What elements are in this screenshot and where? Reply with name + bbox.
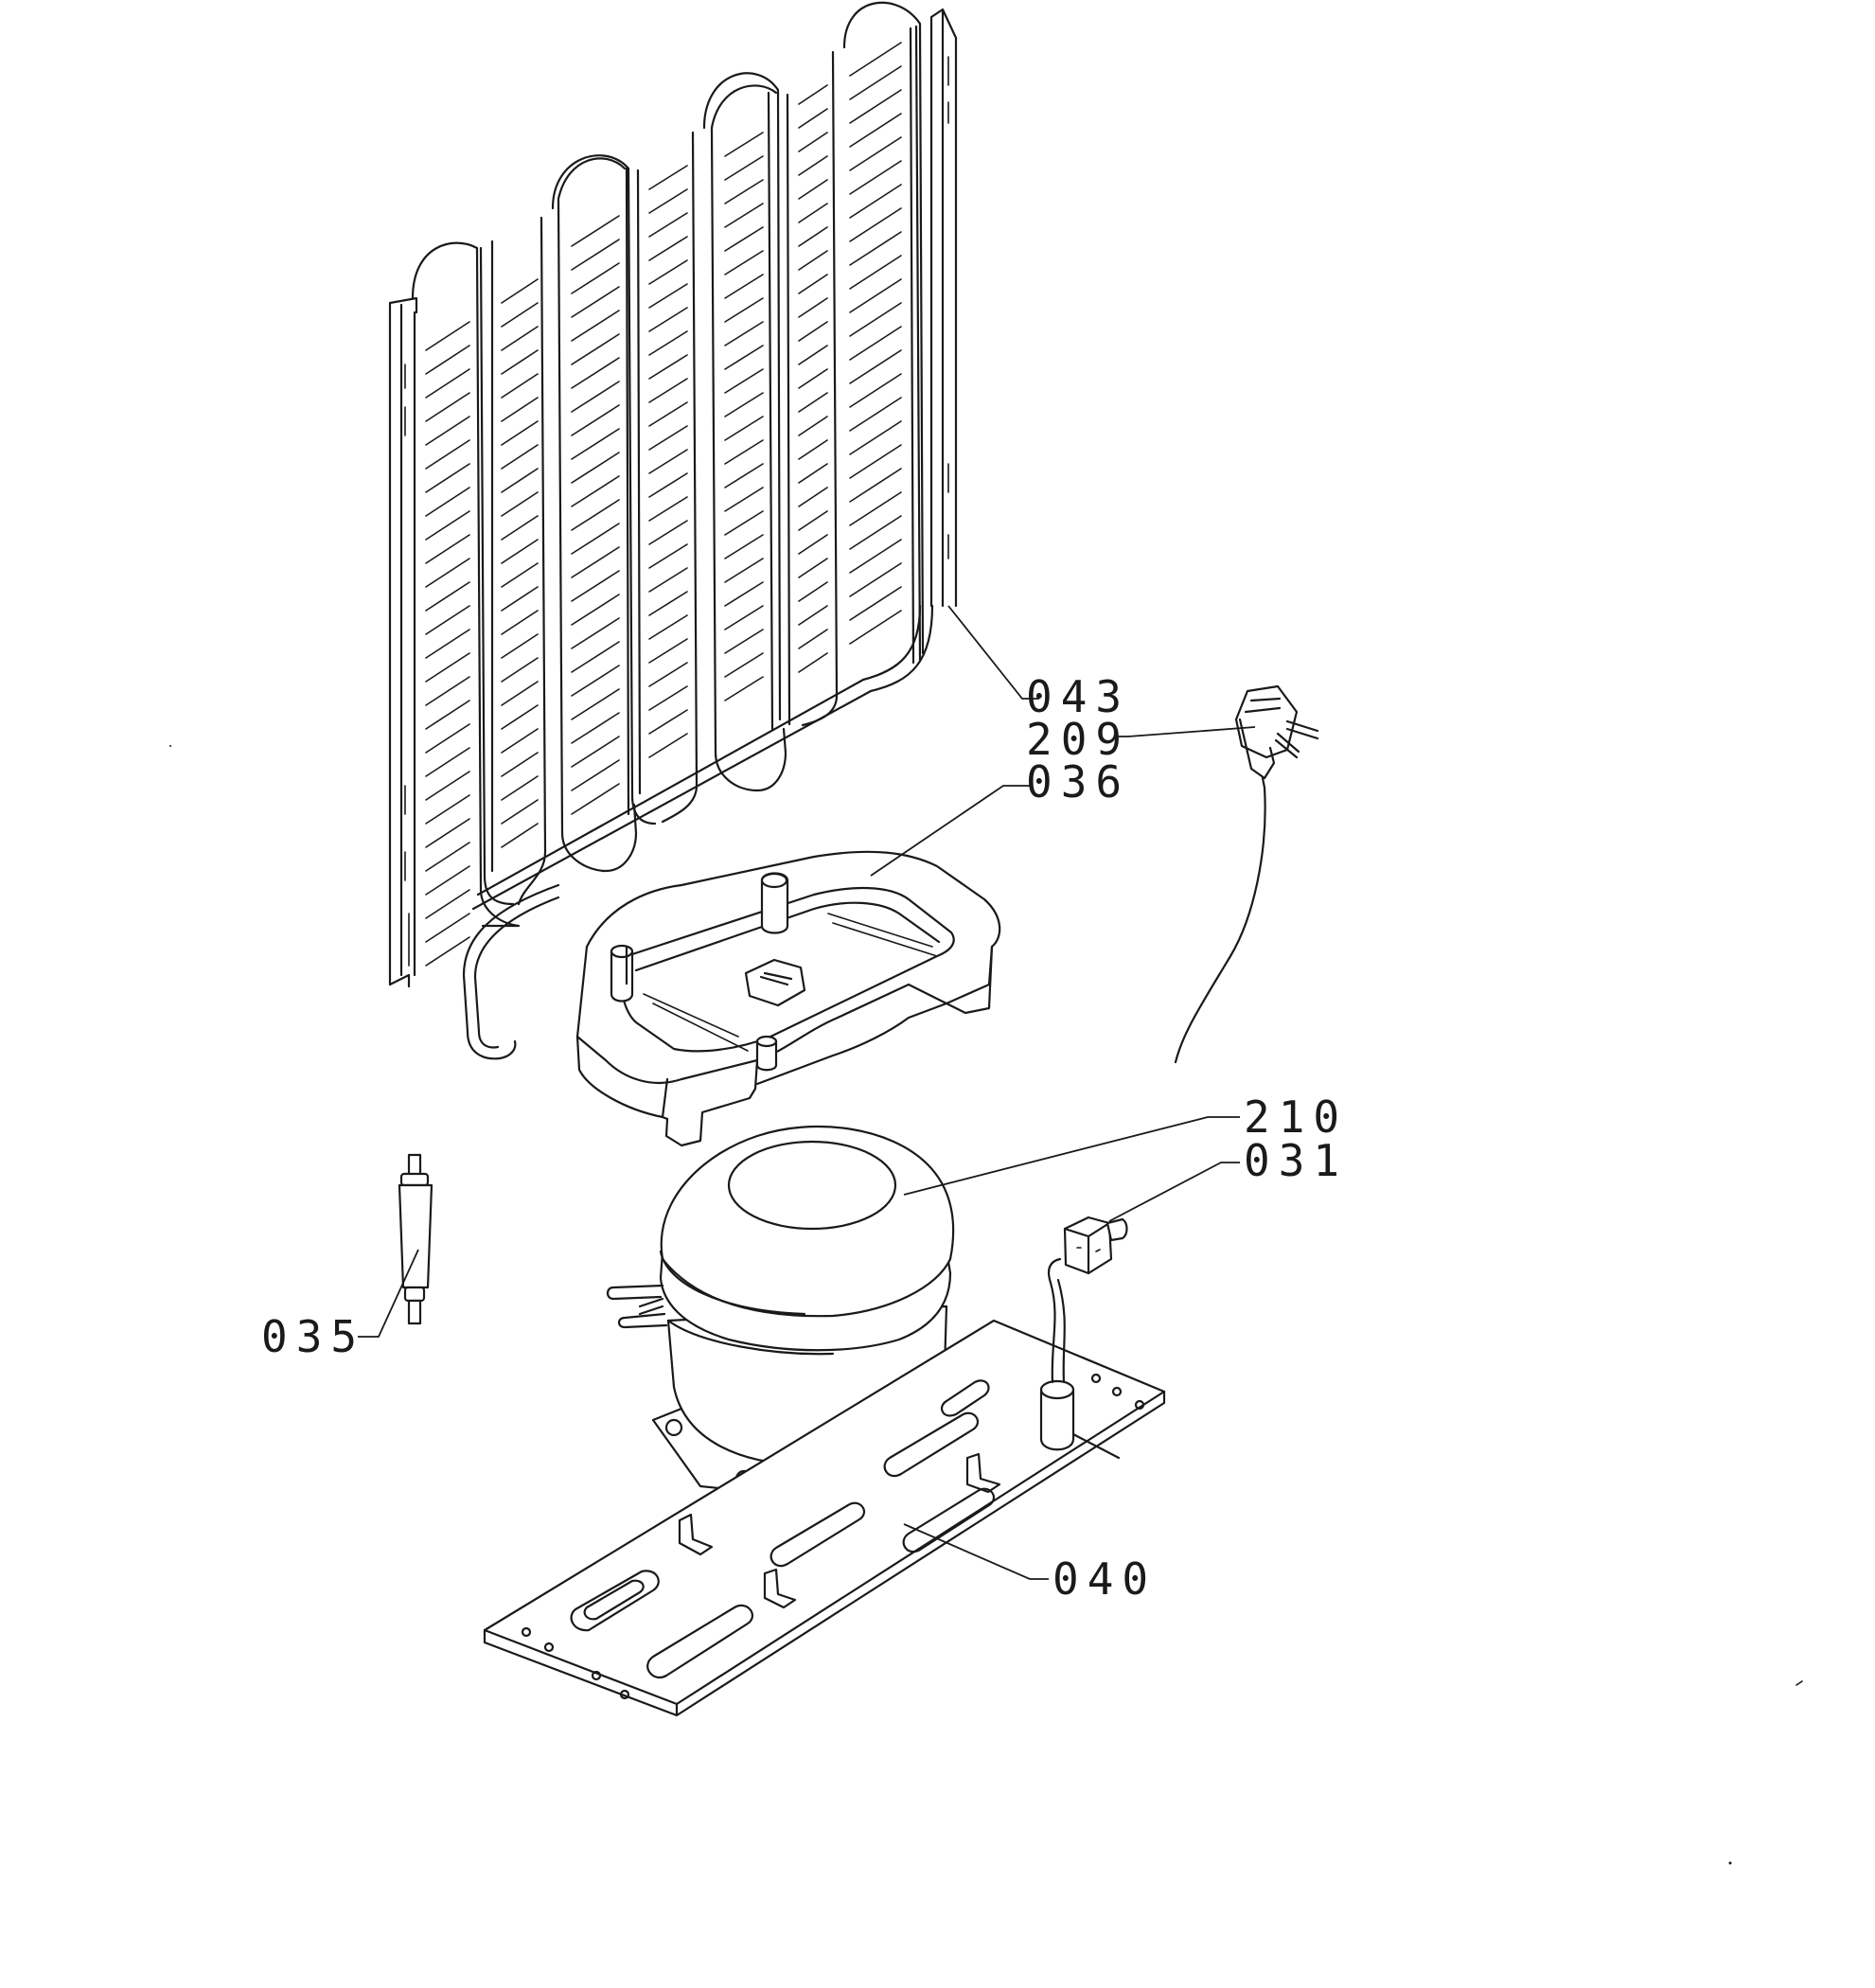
callout-035: 035 [261,1311,365,1362]
power-plug [1174,684,1319,1064]
compressor-tray [575,850,1001,1147]
leader-lines [358,605,1256,1580]
callout-210: 210 [1244,1092,1348,1143]
relay [1063,1216,1128,1275]
compressor [606,1125,967,1493]
callout-040: 040 [1052,1553,1157,1605]
scan-specks [169,745,1803,1865]
callout-043: 043 [1026,671,1130,722]
mounting-plate [483,1257,1166,1717]
callout-labels: 043 209 036 210 031 035 040 [261,671,1348,1605]
callout-031: 031 [1244,1135,1348,1186]
condenser-fins [425,42,902,967]
callout-036: 036 [1026,756,1130,808]
condenser [388,1,958,1060]
callout-209: 209 [1026,714,1130,765]
filter-drier [398,1153,433,1325]
